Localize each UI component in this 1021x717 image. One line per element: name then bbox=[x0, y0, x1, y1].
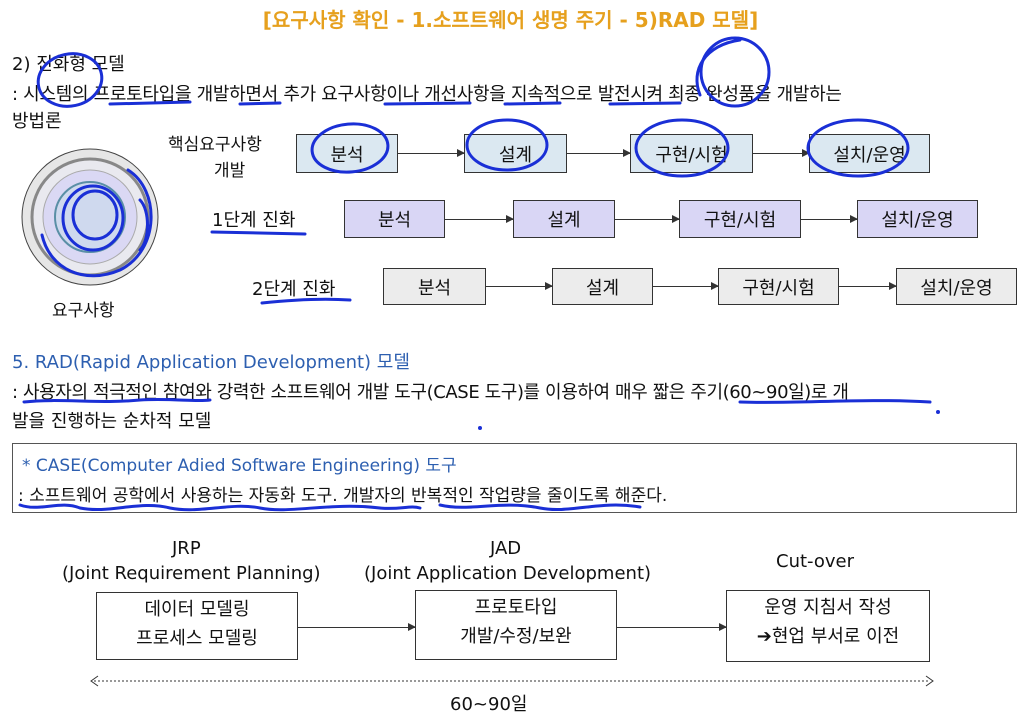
jad-name: JAD bbox=[490, 538, 522, 559]
arrow bbox=[486, 282, 553, 290]
arrow bbox=[617, 623, 727, 631]
jad-box: 프로토타입 개발/수정/보완 bbox=[415, 590, 617, 660]
rad-heading: 5. RAD(Rapid Application Development) 모델 bbox=[12, 352, 410, 373]
stage1-step-analysis: 분석 bbox=[344, 200, 445, 238]
case-desc: : 소프트웨어 공학에서 사용하는 자동화 도구. 개발자의 반복적인 작업량을… bbox=[18, 486, 668, 506]
stage2-step-operate: 설치/운영 bbox=[896, 268, 1017, 305]
core-step-design: 설계 bbox=[464, 134, 567, 173]
jrp-line2: 프로세스 모델링 bbox=[136, 628, 258, 649]
stage2-label: 2단계 진화 bbox=[252, 279, 336, 300]
arrow bbox=[801, 215, 858, 223]
cutover-line2: ➔현업 부서로 이전 bbox=[756, 626, 900, 647]
requirements-label: 요구사항 bbox=[52, 301, 115, 321]
stage1-step-design: 설계 bbox=[513, 200, 615, 238]
case-heading: * CASE(Computer Adied Software Engineeri… bbox=[22, 456, 457, 476]
arrow bbox=[567, 149, 631, 157]
stage2-step-analysis: 분석 bbox=[383, 268, 486, 305]
arrow bbox=[398, 149, 465, 157]
stage1-step-implement: 구현/시험 bbox=[679, 200, 801, 238]
stage2-step-implement: 구현/시험 bbox=[718, 268, 839, 305]
cutover-line1: 운영 지침서 작성 bbox=[764, 597, 892, 618]
jad-full: (Joint Application Development) bbox=[364, 563, 652, 584]
cutover-name: Cut-over bbox=[776, 551, 855, 572]
jad-line1: 프로토타입 bbox=[474, 597, 558, 618]
concentric-circles-diagram bbox=[21, 148, 159, 286]
rad-desc-line1: : 사용자의 적극적인 참여와 강력한 소프트웨어 개발 도구(CASE 도구)… bbox=[12, 382, 849, 403]
duration-arrow bbox=[90, 675, 934, 687]
jrp-line1: 데이터 모델링 bbox=[144, 599, 250, 620]
jrp-full: (Joint Requirement Planning) bbox=[62, 563, 321, 584]
jrp-box: 데이터 모델링 프로세스 모델링 bbox=[96, 592, 298, 660]
arrow bbox=[839, 282, 897, 290]
evolution-desc-line2: 방법론 bbox=[12, 111, 62, 132]
arrow bbox=[298, 623, 416, 631]
case-tool-box bbox=[12, 443, 1017, 513]
evolution-desc-line1: : 시스템의 프로토타입을 개발하면서 추가 요구사항이나 개선사항을 지속적으… bbox=[12, 84, 842, 105]
core-requirements-label: 핵심요구사항 bbox=[168, 135, 262, 155]
duration-label: 60~90일 bbox=[450, 694, 528, 715]
core-step-implement: 구현/시험 bbox=[630, 134, 753, 173]
arrow bbox=[653, 282, 719, 290]
page-title: [요구사항 확인 - 1.소프트웨어 생명 주기 - 5)RAD 모델] bbox=[262, 8, 759, 32]
stage2-step-design: 설계 bbox=[552, 268, 653, 305]
core-step-operate: 설치/운영 bbox=[809, 134, 930, 173]
jrp-name: JRP bbox=[172, 538, 201, 559]
stage1-label: 1단계 진화 bbox=[212, 210, 296, 231]
arrow bbox=[615, 215, 680, 223]
jad-line2: 개발/수정/보완 bbox=[460, 626, 572, 647]
stage1-step-operate: 설치/운영 bbox=[857, 200, 978, 238]
arrow bbox=[445, 215, 514, 223]
evolution-heading: 2) 진화형 모델 bbox=[12, 54, 125, 75]
cutover-box: 운영 지침서 작성 ➔현업 부서로 이전 bbox=[726, 590, 930, 662]
rad-desc-line2: 발을 진행하는 순차적 모델 bbox=[12, 411, 212, 432]
core-step-analysis: 분석 bbox=[296, 134, 398, 173]
arrow bbox=[753, 149, 810, 157]
core-development-label: 개발 bbox=[214, 161, 246, 181]
